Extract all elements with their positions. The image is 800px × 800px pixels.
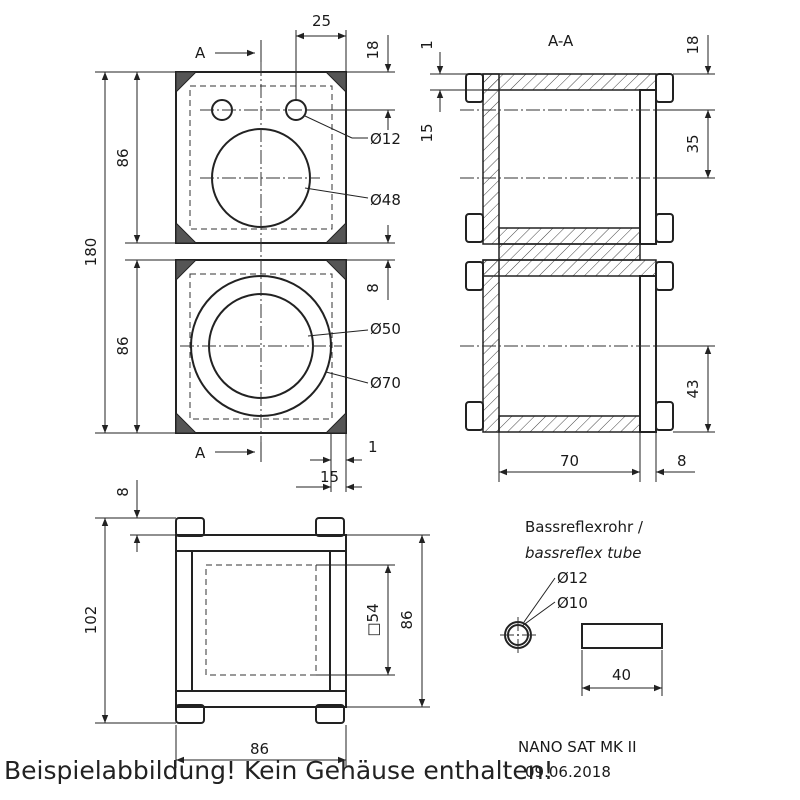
callout-d70: Ø70 [370, 374, 401, 392]
corner-gusset [324, 221, 347, 244]
corner-gusset [175, 411, 198, 434]
foot [175, 704, 205, 724]
tube-subtitle: bassreflex tube [525, 544, 641, 562]
dim-square-54: □54 [364, 603, 382, 636]
disclaimer-caption: Beispielabbildung! Kein Gehäuse enthalte… [4, 756, 554, 785]
front-view: A A 25 18 86 86 180 8 [82, 12, 401, 492]
dim-86-bottom-right: 86 [398, 610, 416, 629]
foot [655, 73, 674, 103]
foot [465, 261, 484, 291]
section-title: A-A [548, 32, 574, 50]
corner-gusset [175, 71, 198, 94]
section-wall-right-lower [639, 275, 657, 433]
corner-gusset [324, 411, 347, 434]
dim-86-lower: 86 [114, 336, 132, 355]
square-54-hidden [205, 564, 317, 676]
dim-180: 180 [82, 238, 100, 267]
section-wall-bottom-upper [498, 227, 641, 245]
bassreflex-tube-detail: Bassreflexrohr / bassreflex tube Ø12 Ø10… [500, 518, 663, 696]
corner-gusset [175, 221, 198, 244]
tube-title: Bassreflexrohr / [525, 518, 644, 536]
callout-d48: Ø48 [370, 191, 401, 209]
callout-d50: Ø50 [370, 320, 401, 338]
corner-gusset [175, 259, 198, 282]
foot [465, 213, 484, 243]
leader-line [304, 187, 369, 199]
corner-gusset [324, 259, 347, 282]
drawing-date: 09.06.2018 [525, 763, 611, 781]
foot [655, 213, 674, 243]
section-marker-top: A [195, 44, 206, 62]
leader-line [325, 371, 369, 384]
callout-d12: Ø12 [370, 130, 401, 148]
section-wall-top [482, 73, 657, 91]
dim-86-bottom: 86 [250, 740, 269, 758]
tube-d10: Ø10 [557, 594, 588, 612]
leader-line [307, 329, 369, 337]
dim-18: 18 [364, 40, 382, 59]
foot [655, 261, 674, 291]
section-view: A-A 1 15 18 [418, 32, 715, 482]
foot [655, 401, 674, 431]
bottom-view: 8 102 □54 86 86 [82, 480, 430, 768]
dim-1: 1 [368, 438, 378, 456]
dim-8-bottom: 8 [114, 487, 132, 497]
dim-8-section: 8 [677, 452, 687, 470]
section-marker-bottom: A [195, 444, 206, 462]
dim-102: 102 [82, 606, 100, 635]
foot [315, 517, 345, 537]
foot [465, 73, 484, 103]
foot [465, 401, 484, 431]
bottom-panel-right [329, 550, 347, 692]
leader-line [304, 115, 353, 139]
dim-35-section: 35 [684, 134, 702, 153]
section-wall-right [639, 89, 657, 245]
section-wall-bottom-lower [498, 415, 641, 433]
dim-25: 25 [312, 12, 331, 30]
drawing-title: NANO SAT MK II [518, 738, 637, 756]
section-wall-left [482, 73, 500, 245]
leader-line [521, 601, 556, 627]
bottom-outer [175, 534, 347, 708]
bottom-panel-bottom [175, 690, 347, 708]
leader-line [523, 577, 556, 623]
bottom-panel-left [175, 550, 193, 692]
dim-43-section: 43 [684, 379, 702, 398]
foot [315, 704, 345, 724]
bottom-panel-top [175, 534, 347, 552]
tube-length: 40 [612, 666, 631, 684]
tube-side-view [581, 623, 663, 649]
dim-8-gap: 8 [364, 283, 382, 293]
dim-15: 15 [320, 468, 339, 486]
section-wall-top-lower [482, 259, 657, 277]
dim-18-section: 18 [684, 35, 702, 54]
dim-70-section: 70 [560, 452, 579, 470]
dim-86-upper: 86 [114, 148, 132, 167]
corner-gusset [324, 71, 347, 94]
dim-15-section: 15 [418, 123, 436, 142]
section-connector [498, 243, 641, 261]
dim-1-section: 1 [418, 40, 436, 50]
foot [175, 517, 205, 537]
tube-d12: Ø12 [557, 569, 588, 587]
